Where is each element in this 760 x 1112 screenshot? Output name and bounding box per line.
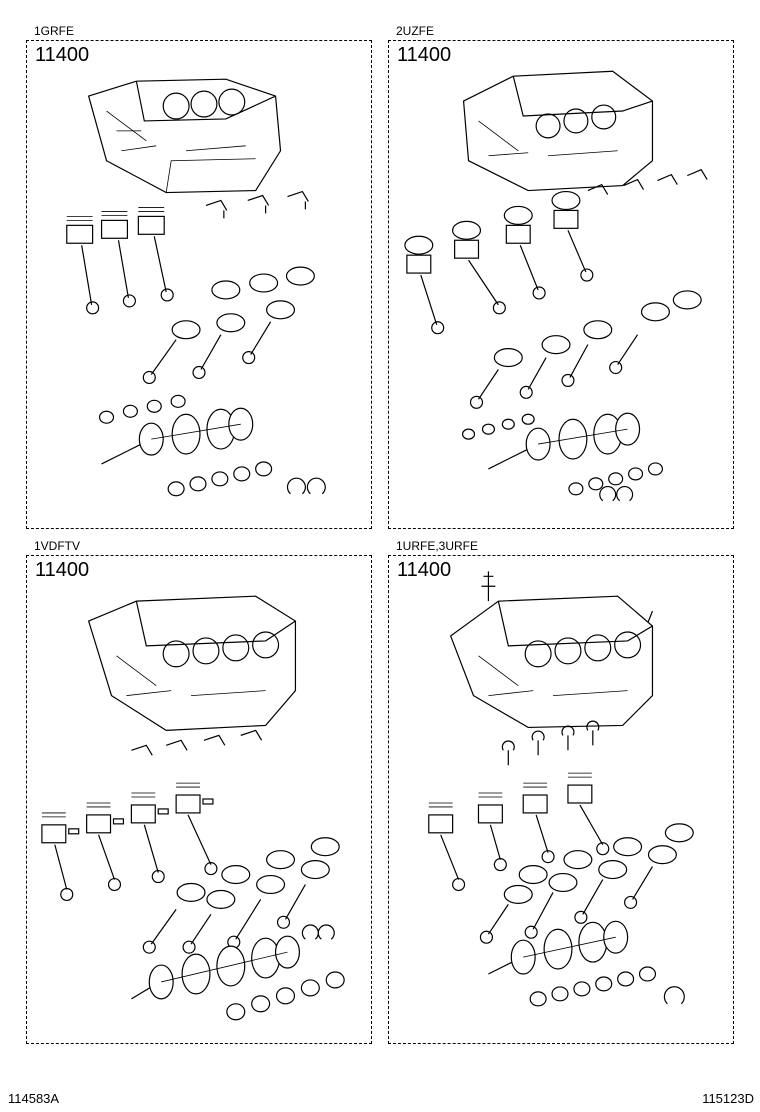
bearings-top: [98, 394, 186, 424]
crankshaft: [488, 920, 629, 975]
short-block-illustration: [41, 595, 345, 1021]
crankshaft: [101, 407, 254, 465]
pistons-bottom: [493, 290, 702, 368]
connecting-rods-top: [81, 236, 174, 315]
pistons-bottom: [171, 266, 315, 340]
part-number: 11400: [35, 559, 90, 581]
oil-jets: [587, 168, 708, 195]
short-block-illustration: [428, 571, 694, 1007]
panel-1grfe[interactable]: 11400: [26, 40, 372, 529]
illustration-id-left: 114583A: [8, 1091, 60, 1106]
thrust-washers: [286, 477, 326, 495]
connecting-rods-bottom: [479, 866, 653, 944]
connecting-rods-bottom: [142, 884, 306, 954]
part-number: 11400: [397, 559, 452, 581]
pistons-top: [41, 782, 214, 844]
part-number: 11400: [397, 44, 452, 66]
connecting-rods-bottom: [469, 334, 639, 409]
engine-label-1vdftv: 1VDFTV: [34, 539, 81, 553]
thrust-washers: [663, 986, 685, 1005]
illustration-id-right: 115123D: [702, 1091, 754, 1106]
cylinder-block: [87, 78, 282, 194]
bearings-bottom: [167, 461, 273, 497]
crankshaft: [131, 935, 301, 1000]
panel-1vdftv[interactable]: 11400: [26, 555, 372, 1044]
connecting-rods-bottom: [142, 321, 272, 385]
part-number: 11400: [35, 44, 90, 66]
pistons-top: [66, 207, 165, 244]
pistons-top: [428, 772, 593, 834]
connecting-rods-top: [54, 814, 218, 902]
short-block-illustration: [66, 78, 326, 497]
crankshaft: [488, 412, 641, 470]
oil-jets: [501, 720, 600, 766]
oil-jets: [131, 729, 263, 756]
thrust-washers: [301, 924, 335, 940]
thrust-washers: [599, 486, 634, 502]
engine-label-1urfe-3urfe: 1URFE,3URFE: [396, 539, 479, 553]
bearings-bottom: [568, 462, 664, 496]
connecting-rods-top: [440, 804, 610, 892]
bearings-top: [461, 413, 535, 440]
engine-label-1grfe: 1GRFE: [34, 24, 75, 38]
engine-label-2uzfe: 2UZFE: [396, 24, 435, 38]
pistons-bottom: [176, 837, 340, 909]
bearings-bottom: [529, 966, 657, 1007]
oil-jets: [205, 190, 309, 219]
bearings-bottom: [226, 971, 345, 1021]
cylinder-block: [449, 595, 654, 729]
panel-1urfe-3urfe[interactable]: 11400: [388, 555, 734, 1044]
pistons-top: [404, 190, 581, 274]
panel-2uzfe[interactable]: 11400: [388, 40, 734, 529]
pistons-bottom: [503, 823, 694, 904]
cylinder-block: [87, 595, 297, 732]
short-block-illustration: [404, 70, 708, 502]
connecting-rods-top: [420, 230, 594, 335]
cylinder-block: [462, 70, 654, 192]
